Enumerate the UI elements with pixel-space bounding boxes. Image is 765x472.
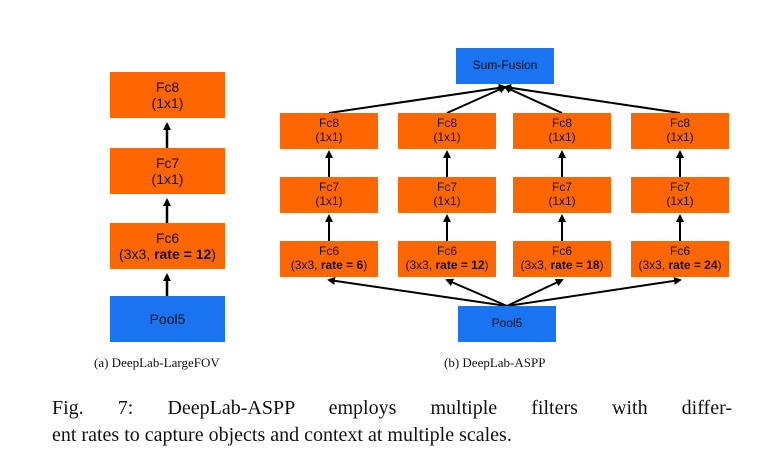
branch-3-fc8-param: (1x1) <box>548 130 576 144</box>
branch-4-fc7-box: Fc7(1x1) <box>631 177 729 213</box>
left-fc6-box: Fc6 (3x3, rate = 12) <box>110 223 225 269</box>
left-pool5-box: Pool5 <box>110 296 225 342</box>
branch-1-arrow-pool5-to-fc6 <box>327 276 508 307</box>
left-fc6-rate: rate = 12 <box>154 246 212 262</box>
branch-1-fc6-prefix: (3x3, <box>290 258 321 272</box>
branch-2-arrow-pool5-to-fc6 <box>445 278 508 307</box>
figure-caption: Fig. 7: DeepLab-ASPP employs multiple fi… <box>52 395 732 449</box>
branch-4-arrow-fc8-to-sum-fusion <box>503 83 681 114</box>
branch-2-fc6-box: Fc6(3x3, rate = 12) <box>398 241 496 277</box>
branch-1-fc7-box: Fc7(1x1) <box>280 177 378 213</box>
branch-4-fc8-name: Fc8 <box>669 116 690 131</box>
figure-caption-line-1: Fig. 7: DeepLab-ASPP employs multiple fi… <box>52 397 732 419</box>
branch-2-fc7-name: Fc7 <box>436 180 457 195</box>
branch-2-fc6-param: (3x3, rate = 12) <box>405 258 489 273</box>
branch-1-fc8-box: Fc8(1x1) <box>280 113 378 149</box>
branch-2-fc8-param: (1x1) <box>433 130 461 144</box>
branch-4-fc7-param: (1x1) <box>666 194 694 208</box>
branch-3-fc7-box: Fc7(1x1) <box>513 177 611 213</box>
left-pool5-name: Pool5 <box>149 310 186 327</box>
branch-3-fc6-box: Fc6(3x3, rate = 18) <box>513 241 611 277</box>
branch-3-fc6-param: (3x3, rate = 18) <box>520 258 604 273</box>
branch-3-fc6-prefix: (3x3, <box>520 258 551 272</box>
left-fc6-suffix: ) <box>211 246 216 262</box>
branch-3-fc6-name: Fc6 <box>551 244 572 259</box>
branch-1-fc6-box: Fc6(3x3, rate = 6) <box>280 241 378 277</box>
branch-4-fc8-param: (1x1) <box>666 130 694 144</box>
branch-4-fc6-suffix: ) <box>717 258 722 272</box>
branch-1-fc6-name: Fc6 <box>318 244 339 259</box>
branch-1-arrow-fc8-to-sum-fusion <box>328 83 507 114</box>
branch-4-fc8-box: Fc8(1x1) <box>631 113 729 149</box>
branch-3-fc6-suffix: ) <box>599 258 604 272</box>
branch-3-fc7-name: Fc7 <box>551 180 572 195</box>
branch-1-fc7-param: (1x1) <box>315 194 343 208</box>
branch-2-fc7-param: (1x1) <box>433 194 461 208</box>
branch-2-fc8-name: Fc8 <box>436 116 457 131</box>
branch-1-fc6-param: (3x3, rate = 6) <box>290 258 368 273</box>
left-fc6-param: (3x3, rate = 12) <box>119 246 216 262</box>
branch-4-fc6-prefix: (3x3, <box>638 258 669 272</box>
right-caption: (b) DeepLab-ASPP <box>444 355 546 370</box>
branch-4-fc6-name: Fc6 <box>669 244 690 259</box>
branch-1-fc7-name: Fc7 <box>318 180 339 195</box>
left-fc7-param: (1x1) <box>151 171 184 187</box>
left-caption: (a) DeepLab-LargeFOV <box>94 355 220 370</box>
right-pool5-box: Pool5 <box>458 306 556 342</box>
branch-3-arrow-pool5-to-fc6 <box>506 278 564 307</box>
branch-2-fc6-suffix: ) <box>484 258 489 272</box>
left-fc8-param: (1x1) <box>151 95 184 111</box>
right-pool5-label: Pool5 <box>491 316 523 331</box>
branch-2-fc6-rate: rate = 12 <box>435 258 485 272</box>
branch-4-fc6-param: (3x3, rate = 24) <box>638 258 722 273</box>
left-fc8-name: Fc8 <box>155 78 180 95</box>
branch-2-fc6-prefix: (3x3, <box>405 258 436 272</box>
branch-3-fc7-param: (1x1) <box>548 194 576 208</box>
sum-fusion-box: Sum-Fusion <box>456 48 554 84</box>
branch-2-fc8-box: Fc8(1x1) <box>398 113 496 149</box>
branch-4-fc6-box: Fc6(3x3, rate = 24) <box>631 241 729 277</box>
left-fc6-prefix: (3x3, <box>119 246 155 262</box>
left-fc6-name: Fc6 <box>155 229 180 246</box>
branch-1-fc8-param: (1x1) <box>315 130 343 144</box>
branch-2-fc6-name: Fc6 <box>436 244 457 259</box>
branch-3-fc8-name: Fc8 <box>551 116 572 131</box>
branch-1-fc6-suffix: ) <box>363 258 368 272</box>
branch-1-fc6-rate: rate = 6 <box>320 258 364 272</box>
branch-4-fc6-rate: rate = 24 <box>668 258 718 272</box>
branch-2-arrow-fc8-to-sum-fusion <box>446 85 507 114</box>
branch-4-fc7-name: Fc7 <box>669 180 690 195</box>
branch-2-fc7-box: Fc7(1x1) <box>398 177 496 213</box>
branch-1-fc8-name: Fc8 <box>318 116 339 131</box>
branch-3-fc6-rate: rate = 18 <box>550 258 600 272</box>
sum-fusion-label: Sum-Fusion <box>472 58 538 73</box>
branch-3-fc8-box: Fc8(1x1) <box>513 113 611 149</box>
branch-3-arrow-fc8-to-sum-fusion <box>503 85 563 114</box>
figure-caption-line-2: ent rates to capture objects and context… <box>52 424 512 446</box>
left-fc8-box: Fc8 (1x1) <box>110 72 225 118</box>
left-fc7-box: Fc7 (1x1) <box>110 148 225 194</box>
left-fc7-name: Fc7 <box>155 154 180 171</box>
branch-4-arrow-pool5-to-fc6 <box>506 276 682 307</box>
